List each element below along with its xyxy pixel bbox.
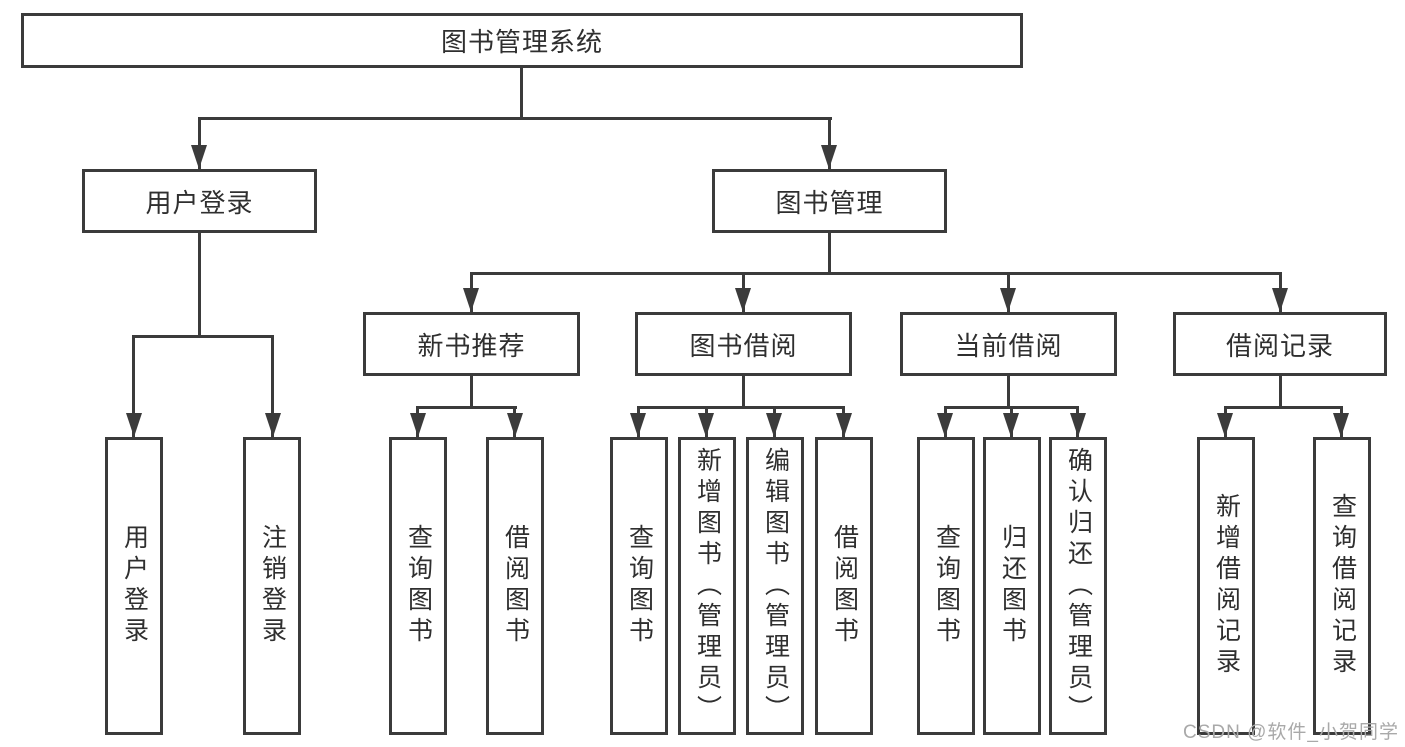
node-label: 新增借阅记录 bbox=[1212, 493, 1241, 679]
node-confirm-return-admin: 确认归还（管理员） bbox=[1049, 437, 1107, 735]
connector-arrowhead bbox=[1272, 288, 1288, 312]
node-label: 图书借阅 bbox=[689, 330, 798, 361]
node-label: 查询图书 bbox=[625, 524, 654, 648]
connector-stem bbox=[828, 233, 831, 275]
node-add-borrow-record: 新增借阅记录 bbox=[1197, 437, 1255, 735]
connector-stem bbox=[742, 376, 745, 409]
connector-arrowhead bbox=[463, 288, 479, 312]
node-current-borrowing: 当前借阅 bbox=[900, 312, 1117, 376]
csdn-watermark: CSDN @软件_小贺同学 bbox=[1183, 722, 1399, 743]
node-label: 查询图书 bbox=[932, 524, 961, 648]
node-book-borrowing: 图书借阅 bbox=[635, 312, 852, 376]
node-label: 确认归还（管理员） bbox=[1064, 446, 1093, 726]
node-label: 借阅图书 bbox=[830, 524, 859, 648]
connector-arrowhead bbox=[766, 413, 782, 437]
connector-arrowhead bbox=[1217, 413, 1233, 437]
connector-arrowhead bbox=[698, 413, 714, 437]
node-query-books-2: 查询图书 bbox=[610, 437, 668, 735]
node-query-books-1: 查询图书 bbox=[389, 437, 447, 735]
connector-branch bbox=[132, 335, 274, 338]
node-label: 编辑图书（管理员） bbox=[761, 446, 790, 726]
connector-drop bbox=[198, 117, 201, 169]
connector-stem bbox=[1279, 376, 1282, 409]
node-label: 归还图书 bbox=[998, 524, 1027, 648]
connector-drop bbox=[132, 335, 135, 437]
node-label: 图书管理系统 bbox=[440, 27, 603, 57]
connector-stem bbox=[1007, 376, 1010, 409]
node-label: 注销登录 bbox=[258, 524, 287, 648]
node-label: 查询图书 bbox=[404, 524, 433, 648]
node-book-management-module: 图书管理 bbox=[712, 169, 947, 233]
connector-level3-branch bbox=[470, 272, 1282, 275]
node-label: 图书管理 bbox=[775, 187, 884, 218]
node-query-borrow-record: 查询借阅记录 bbox=[1313, 437, 1371, 735]
connector-arrowhead bbox=[265, 413, 281, 437]
connector-arrowhead bbox=[1070, 413, 1086, 437]
connector-arrowhead bbox=[507, 413, 523, 437]
node-label: 新书推荐 bbox=[417, 330, 526, 361]
node-label: 当前借阅 bbox=[954, 330, 1063, 361]
connector-branch bbox=[416, 406, 517, 409]
node-root-system: 图书管理系统 bbox=[21, 13, 1023, 68]
connector-root-stem bbox=[520, 68, 523, 120]
node-label: 新增图书（管理员） bbox=[693, 446, 722, 726]
connector-level2-branch bbox=[198, 117, 832, 120]
node-return-book: 归还图书 bbox=[983, 437, 1041, 735]
node-user-login: 用户登录 bbox=[105, 437, 163, 735]
node-user-login-module: 用户登录 bbox=[82, 169, 317, 233]
node-borrow-books-2: 借阅图书 bbox=[815, 437, 873, 735]
connector-drop bbox=[271, 335, 274, 437]
connector-arrowhead bbox=[630, 413, 646, 437]
connector-arrowhead bbox=[735, 288, 751, 312]
node-label: 查询借阅记录 bbox=[1328, 493, 1357, 679]
connector-arrowhead bbox=[191, 145, 207, 169]
connector-branch bbox=[1224, 406, 1343, 409]
node-query-books-3: 查询图书 bbox=[917, 437, 975, 735]
connector-arrowhead bbox=[410, 413, 426, 437]
connector-stem bbox=[198, 232, 201, 338]
node-label: 用户登录 bbox=[145, 187, 254, 218]
connector-arrowhead bbox=[1003, 413, 1019, 437]
connector-arrowhead bbox=[937, 413, 953, 437]
node-edit-book-admin: 编辑图书（管理员） bbox=[746, 437, 804, 735]
connector-branch bbox=[637, 406, 845, 409]
node-borrow-books-1: 借阅图书 bbox=[486, 437, 544, 735]
connector-arrowhead bbox=[126, 413, 142, 437]
connector-arrowhead bbox=[821, 145, 837, 169]
node-label: 用户登录 bbox=[120, 524, 149, 648]
node-borrowing-records: 借阅记录 bbox=[1173, 312, 1387, 376]
connector-drop bbox=[828, 117, 831, 169]
connector-arrowhead bbox=[836, 413, 852, 437]
node-add-book-admin: 新增图书（管理员） bbox=[678, 437, 736, 735]
connector-stem bbox=[470, 376, 473, 409]
connector-arrowhead bbox=[1333, 413, 1349, 437]
node-label: 借阅图书 bbox=[501, 524, 530, 648]
node-new-book-recommend: 新书推荐 bbox=[363, 312, 580, 376]
node-label: 借阅记录 bbox=[1225, 330, 1334, 361]
node-logout: 注销登录 bbox=[243, 437, 301, 735]
connector-arrowhead bbox=[1000, 288, 1016, 312]
